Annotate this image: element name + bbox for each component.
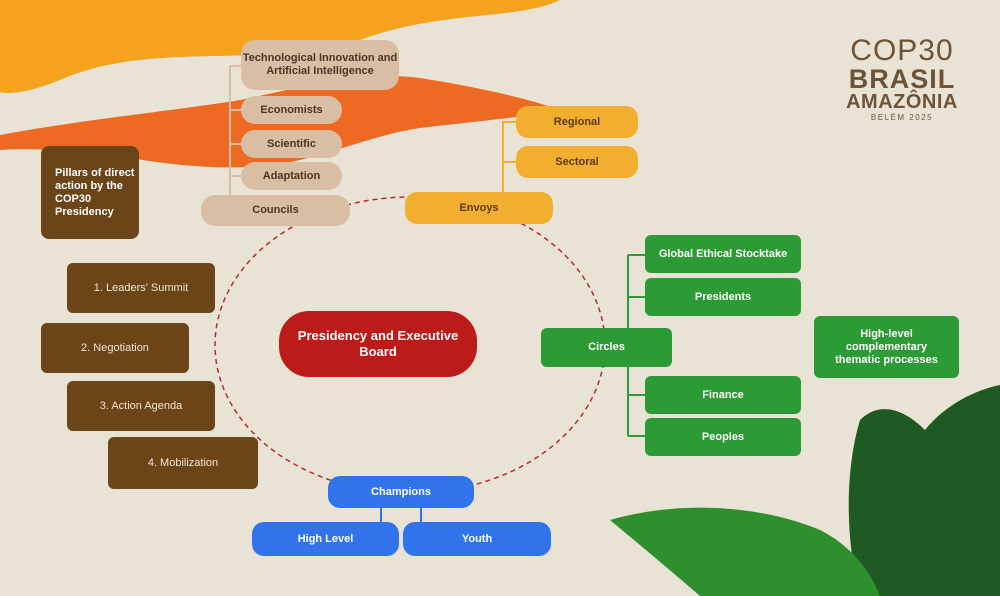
pillar-action-agenda: 3. Action Agenda [67,381,215,431]
envoy-regional: Regional [516,106,638,138]
high-level-processes-box: High-level complementary thematic proces… [814,316,959,378]
council-economists: Economists [241,96,342,124]
circles-node: Circles [541,328,672,367]
circle-finance: Finance [645,376,801,414]
pillars-title: Pillars of direct action by the COP30 Pr… [55,166,135,218]
pillars-title-box: Pillars of direct action by the COP30 Pr… [41,146,139,239]
council-adaptation: Adaptation [241,162,342,190]
envoy-sectoral: Sectoral [516,146,638,178]
logo-line-cop30: COP30 [850,34,954,67]
circle-peoples: Peoples [645,418,801,456]
pillar-mobilization: 4. Mobilization [108,437,258,489]
dark-green-leaf-shape [848,385,1000,596]
circle-presidents: Presidents [645,278,801,316]
cop30-logo: COP30 BRASIL AMAZÔNIA BELÉM 2025 [836,36,968,124]
logo-line-brasil: BRASIL [848,64,956,94]
logo-line-amazonia: AMAZÔNIA [846,91,958,113]
envoys-node: Envoys [405,192,553,224]
light-green-leaf-shape [610,507,880,596]
champion-high-level: High Level [252,522,399,556]
council-scientific: Scientific [241,130,342,158]
presidency-executive-board: Presidency and Executive Board [279,311,477,377]
circle-global-ethical-stocktake: Global Ethical Stocktake [645,235,801,273]
champion-youth: Youth [403,522,551,556]
champions-node: Champions [328,476,474,508]
logo-line-belem: BELÉM 2025 [870,113,934,122]
councils-node: Councils [201,195,350,226]
pillar-leaders-summit: 1. Leaders' Summit [67,263,215,313]
pillar-negotiation: 2. Negotiation [41,323,189,373]
council-tech-innovation: Technological Innovation and Artificial … [241,40,399,90]
